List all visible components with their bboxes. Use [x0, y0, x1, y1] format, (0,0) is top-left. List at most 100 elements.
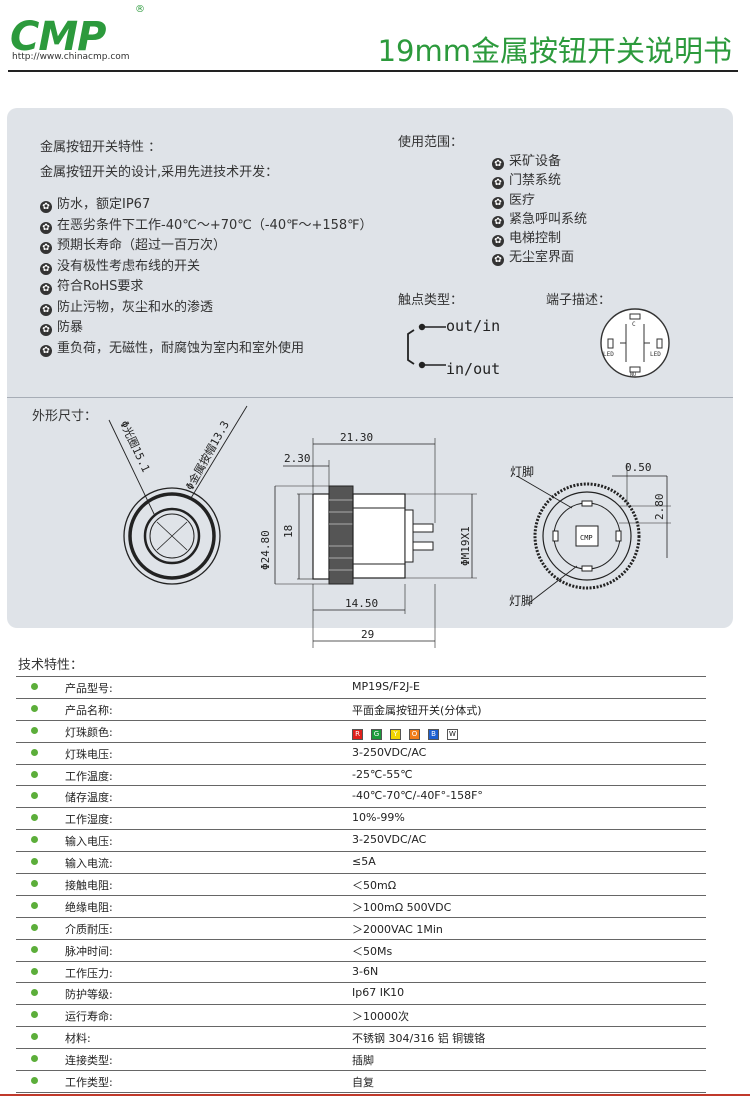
green-dot-icon: [31, 1077, 38, 1085]
terminal-c-label: C: [632, 321, 636, 328]
usage-item: ✿无尘室界面: [492, 246, 587, 267]
star-bullet-icon: ✿: [492, 215, 504, 228]
star-bullet-icon: ✿: [492, 196, 504, 209]
table-row: 工作温度:-25℃-55℃: [16, 765, 706, 787]
contact-out-label: out/in: [446, 317, 500, 335]
brand-logo: CMP: [10, 14, 106, 60]
table-row: 输入电流:≤5A: [16, 852, 706, 875]
color-chip: Y: [390, 728, 401, 740]
star-bullet-icon: ✿: [492, 177, 504, 190]
dim-14-50: 14.50: [345, 597, 378, 610]
panel-divider: [7, 397, 733, 398]
star-bullet-icon: ✿: [40, 201, 52, 213]
table-row: 输入电压:3-250VDC/AC: [16, 830, 706, 853]
table-row: 介质耐压:＞2000VAC 1Min: [16, 918, 706, 940]
green-dot-icon: [31, 1055, 38, 1063]
green-dot-icon: [31, 748, 38, 756]
usage-item: ✿采矿设备: [492, 150, 587, 170]
color-chip: W: [447, 728, 458, 740]
contact-symbol: out/in in/out: [407, 317, 500, 378]
document-title: 19mm金属按钮开关说明书: [377, 34, 732, 68]
front-view: [108, 405, 248, 585]
feature-item: ✿在恶劣条件下工作-40℃～+70℃（-40℉～+158℉）: [40, 214, 373, 235]
dim-m19: ΦM19X1: [459, 526, 472, 566]
contact-type-heading: 触点类型：: [398, 293, 464, 308]
table-row: 绝缘电阻:＞100mΩ 500VDC: [16, 896, 706, 918]
header-divider: [8, 70, 738, 72]
star-bullet-icon: ✿: [40, 324, 52, 336]
star-bullet-icon: ✿: [492, 158, 504, 170]
table-row: 连接类型:插脚: [16, 1049, 706, 1072]
specs-heading: 技术特性：: [18, 658, 84, 673]
feature-item: ✿符合RoHS要求: [40, 275, 373, 296]
green-dot-icon: [31, 945, 38, 953]
dim-21-30: 21.30: [340, 431, 373, 444]
table-row: 工作压力:3-6N: [16, 962, 706, 984]
color-chip: O: [409, 728, 420, 740]
feature-item: ✿重负荷，无磁性，耐腐蚀为室内和室外使用: [40, 337, 373, 358]
dim-24-80: Φ24.80: [259, 530, 272, 570]
features-list: ✿防水，额定IP67 ✿在恶劣条件下工作-40℃～+70℃（-40℉～+158℉…: [40, 193, 373, 357]
feature-item: ✿没有极性考虑布线的开关: [40, 255, 373, 276]
star-bullet-icon: ✿: [40, 283, 52, 295]
table-row: 接触电阻:＜50mΩ: [16, 874, 706, 896]
green-dot-icon: [31, 683, 38, 690]
dim-18: 18: [282, 525, 295, 538]
registered-mark: ®: [135, 4, 145, 15]
green-dot-icon: [31, 770, 38, 778]
star-bullet-icon: ✿: [40, 242, 52, 254]
usage-heading: 使用范围：: [398, 135, 464, 150]
features-heading: 金属按钮开关特性 ：: [40, 140, 162, 155]
contact-in-label: in/out: [446, 360, 500, 378]
green-dot-icon: [31, 901, 38, 909]
table-row: 产品名称:平面金属按钮开关(分体式): [16, 699, 706, 721]
green-dot-icon: [31, 923, 38, 931]
green-dot-icon: [31, 1033, 38, 1041]
table-row: 储存温度:-40℃-70℃/-40F°-158F°: [16, 786, 706, 809]
green-dot-icon: [31, 1011, 38, 1019]
star-bullet-icon: ✿: [40, 303, 52, 316]
color-chip: G: [371, 728, 382, 740]
pin-label-bottom: 灯脚: [509, 593, 533, 608]
dimension-drawing: Φ光圈15.1 Φ金属按帽13.3: [108, 405, 671, 648]
table-row: 工作类型:自复: [16, 1071, 706, 1093]
usage-item: ✿紧急呼叫系统: [492, 208, 587, 228]
feature-item: ✿预期长寿命（超过一百万次）: [40, 234, 373, 255]
green-dot-icon: [31, 726, 38, 734]
terminal-no-label: NO: [630, 372, 636, 378]
table-row: 产品型号:MP19S/F2J-E: [16, 676, 706, 699]
dim-29: 29: [361, 628, 374, 641]
usage-item: ✿电梯控制: [492, 227, 587, 248]
brand-url[interactable]: http://www.chinacmp.com: [12, 52, 130, 62]
terminal-led-left: LED: [603, 351, 614, 358]
dimensions-heading: 外形尺寸：: [32, 409, 98, 424]
usage-item: ✿医疗: [492, 189, 587, 209]
dim-2-80: 2.80: [653, 494, 666, 521]
green-dot-icon: [31, 836, 38, 844]
green-dot-icon: [31, 792, 38, 800]
label-metal-cap: Φ金属按帽13.3: [182, 418, 232, 492]
green-dot-icon: [31, 989, 38, 997]
table-row: 材料:不锈钢 304/316 铝 铜镀铬: [16, 1027, 706, 1050]
terminal-diagram: C LED LED NO: [600, 308, 670, 378]
dim-0-50: 0.50: [625, 461, 652, 474]
rear-face-logo: CMP: [580, 534, 593, 542]
green-dot-icon: [31, 704, 38, 712]
feature-item: ✿防水，额定IP67: [40, 193, 373, 214]
features-intro: 金属按钮开关的设计,采用先进技术开发：: [40, 165, 279, 180]
star-bullet-icon: ✿: [492, 235, 504, 248]
usage-item: ✿门禁系统: [492, 169, 587, 190]
green-dot-icon: [31, 880, 38, 888]
label-light-ring: Φ光圈15.1: [117, 418, 153, 474]
table-row: 工作湿度:10%-99%: [16, 808, 706, 831]
pin-label-top: 灯脚: [510, 464, 534, 479]
star-bullet-icon: ✿: [40, 221, 52, 234]
table-row: 脉冲时间:＜50Ms: [16, 940, 706, 962]
table-row: 防护等级:Ip67 IK10: [16, 983, 706, 1006]
side-view: [274, 438, 477, 648]
star-bullet-icon: ✿: [40, 262, 52, 275]
feature-item: ✿防暴: [40, 316, 373, 337]
table-row: 灯珠电压:3-250VDC/AC: [16, 743, 706, 765]
